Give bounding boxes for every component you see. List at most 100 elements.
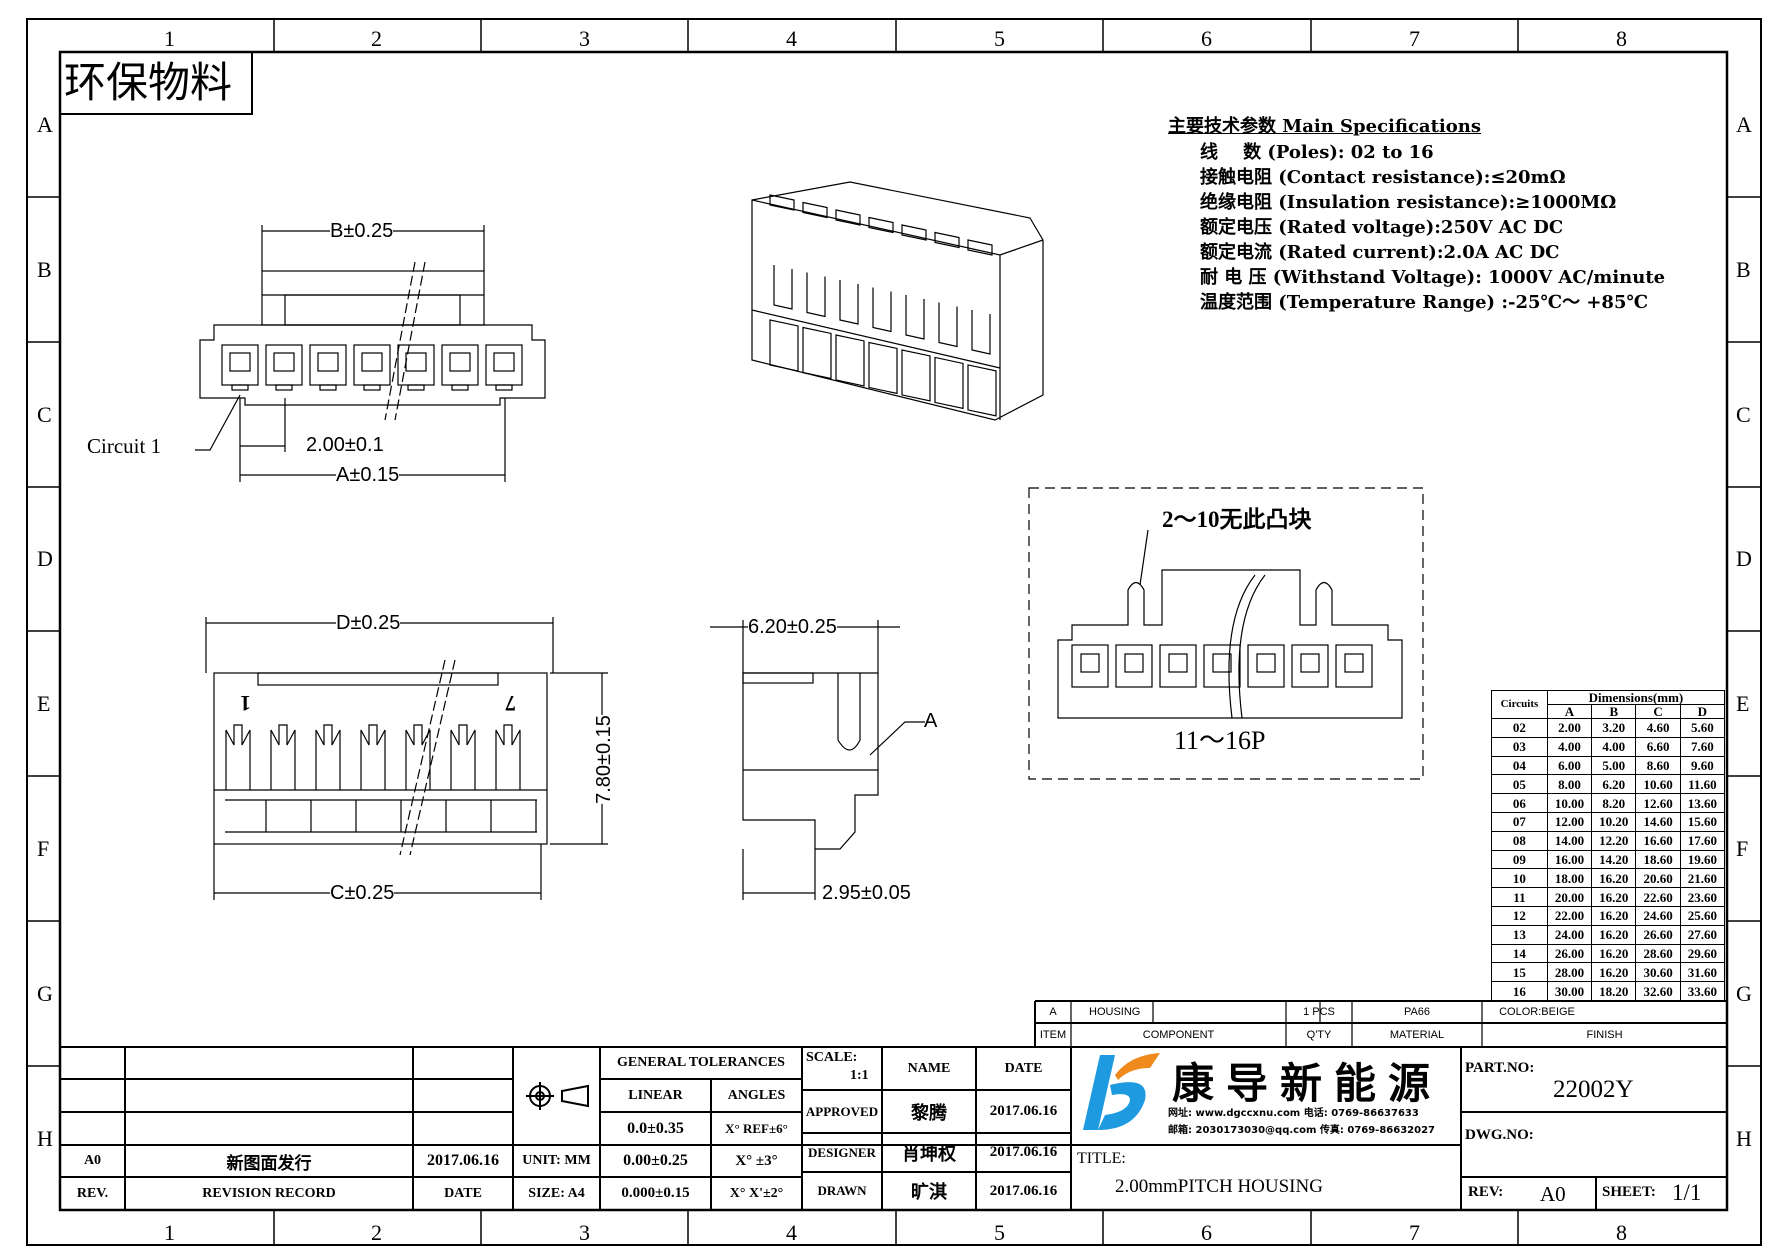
grid-column-label: 5 [994, 1220, 1005, 1245]
dimension-col-header: B [1591, 704, 1637, 719]
circuit-cell: 05 [1491, 774, 1548, 795]
approval-name: 黎腾 [911, 1102, 947, 1123]
projection-symbol [526, 1082, 589, 1110]
grid-row-label: G [37, 981, 53, 1006]
dimension-cell: 33.60 [1679, 981, 1726, 1001]
dimension-cell: 22.00 [1546, 905, 1593, 926]
dimension-cell: 7.60 [1679, 736, 1726, 757]
angle-tol-1: X° REF±6° [725, 1120, 788, 1136]
circuit-cell: 13 [1491, 924, 1548, 945]
grid-column-label: 3 [579, 1220, 590, 1245]
circuit-cell: 14 [1491, 943, 1548, 964]
grid-row-label: A [37, 112, 53, 137]
bom-qty: 1 PCS [1303, 1006, 1335, 1018]
approval-date: 2017.06.16 [989, 1144, 1058, 1160]
circuit-1-label: Circuit 1 [87, 434, 162, 458]
grid-row-label: C [1736, 402, 1751, 427]
angle-tol-3: X° X'±2° [729, 1185, 784, 1201]
dim-c-label: C±0.25 [330, 882, 395, 905]
dimension-cell: 2.00 [1546, 718, 1593, 738]
scale-label: SCALE: [806, 1050, 858, 1065]
revision-record-header: REVISION RECORD [202, 1185, 336, 1201]
bom-material-header: MATERIAL [1389, 1029, 1445, 1041]
dimension-cell: 16.20 [1591, 887, 1637, 907]
approval-date: 2017.06.16 [989, 1182, 1058, 1199]
dimension-cell: 8.00 [1546, 774, 1593, 795]
dimension-cell: 12.20 [1591, 830, 1637, 851]
dim-d-label: D±0.25 [336, 612, 401, 635]
circuit-cell: 12 [1491, 905, 1548, 926]
dimension-cell: 10.00 [1546, 793, 1593, 813]
dimension-cell: 16.20 [1591, 962, 1637, 983]
revision-rev: A0 [83, 1153, 102, 1168]
dimension-cell: 6.00 [1546, 755, 1593, 776]
part-number: 22002Y [1553, 1076, 1634, 1103]
dimension-cell: 16.20 [1591, 905, 1637, 926]
bom-item: A [1049, 1006, 1057, 1018]
dimension-cell: 9.60 [1679, 755, 1726, 776]
bom-item-header: ITEM [1039, 1029, 1067, 1041]
approval-role: DESIGNER [808, 1144, 876, 1160]
dimension-cell: 24.60 [1635, 905, 1681, 926]
sheet-value: 1/1 [1672, 1180, 1702, 1205]
name-header: NAME [907, 1060, 951, 1076]
spec-line: 额定电压 (Rated voltage):250V AC DC [1200, 217, 1564, 238]
grid-row-label: F [37, 836, 50, 861]
dimension-cell: 6.60 [1635, 736, 1681, 757]
dimension-cell: 24.00 [1546, 924, 1593, 945]
dimension-cell: 23.60 [1679, 887, 1726, 907]
side-view [710, 620, 925, 900]
grid-row-label: H [37, 1126, 53, 1151]
dimension-cell: 10.60 [1635, 774, 1681, 795]
dimension-cell: 14.20 [1591, 849, 1637, 870]
grid-row-label: E [1736, 691, 1750, 716]
grid-row-label: G [1736, 981, 1752, 1006]
bom-component-header: COMPONENT [1142, 1029, 1215, 1041]
grid-column-label: 2 [371, 26, 382, 51]
dimension-cell: 5.60 [1679, 718, 1726, 738]
dimension-cell: 26.00 [1546, 943, 1593, 964]
grid-column-label: 1 [164, 26, 175, 51]
grid-column-label: 8 [1616, 26, 1627, 51]
company-name: 康导新能源 [1172, 1062, 1443, 1108]
dimension-cell: 11.60 [1679, 774, 1726, 795]
rev-value: A0 [1540, 1182, 1566, 1206]
bom-finish-header: FINISH [1586, 1029, 1623, 1041]
grid-column-label: 7 [1409, 26, 1420, 51]
dimension-cell: 14.00 [1546, 830, 1593, 851]
company-contact-1: 网址: www.dgccxnu.com 电话: 0769-86637633 [1168, 1108, 1419, 1119]
grid-row-label: F [1736, 836, 1749, 861]
angle-tol-2: X° ±3° [735, 1152, 778, 1169]
linear-tol-1: 0.0±0.35 [627, 1119, 684, 1137]
grid-column-label: 5 [994, 26, 1005, 51]
approval-role: DRAWN [817, 1183, 867, 1198]
circuit-cell: 11 [1491, 887, 1548, 907]
grid-column-label: 3 [579, 26, 590, 51]
circuit-cell: 09 [1491, 849, 1548, 870]
dimension-cell: 4.60 [1635, 718, 1681, 738]
dimension-cell: 15.60 [1679, 811, 1726, 832]
approval-name: 旷淇 [911, 1182, 947, 1202]
grid-column-label: 6 [1201, 26, 1212, 51]
bom-component: HOUSING [1089, 1006, 1141, 1018]
spec-line: 额定电流 (Rated current):2.0A AC DC [1200, 242, 1560, 263]
eco-material-stamp: 环保物料 [64, 61, 233, 107]
dimension-cell: 25.60 [1679, 905, 1726, 926]
dwg-no-label: DWG.NO: [1465, 1127, 1534, 1143]
part-no-label: PART.NO: [1465, 1060, 1535, 1076]
dimension-cell: 10.20 [1591, 811, 1637, 832]
rev-label: REV: [1468, 1184, 1504, 1200]
dimension-cell: 20.60 [1635, 868, 1681, 889]
dimension-cell: 21.60 [1679, 868, 1726, 889]
dimension-cell: 32.60 [1635, 981, 1681, 1001]
